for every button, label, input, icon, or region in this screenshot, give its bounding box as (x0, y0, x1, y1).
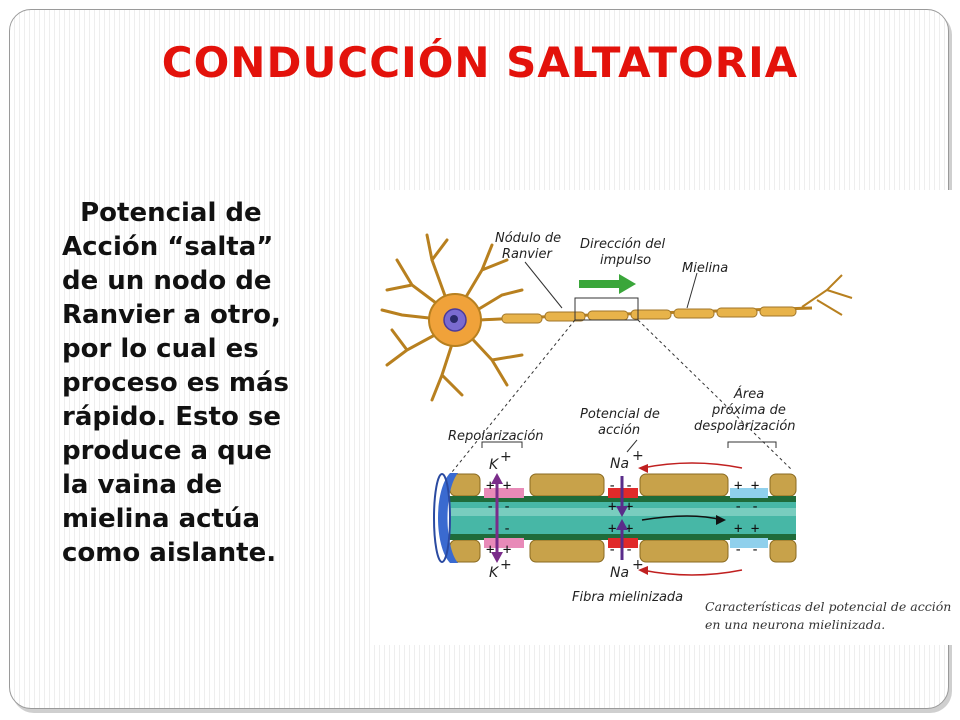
body-line: mielina actúa (62, 502, 372, 536)
label-k-bottom-charge: + (500, 557, 512, 573)
label-nodulo-2: Ranvier (502, 247, 554, 262)
body-line: proceso es más (62, 366, 372, 400)
neuron-figure: Nódulo de Ranvier Dirección del impulso … (372, 190, 952, 645)
body-line: Acción “salta” (62, 230, 372, 264)
sign-area-inner-bottom: + + (734, 521, 759, 537)
body-line: Ranvier a otro, (62, 298, 372, 332)
label-na-bottom-charge: + (632, 557, 644, 573)
body-line: produce a que (62, 434, 372, 468)
body-line: la vaina de (62, 468, 372, 502)
label-na-top-charge: + (632, 448, 644, 464)
label-potencial-2: acción (598, 423, 640, 438)
caption-line-2: en una neurona mielinizada. (705, 617, 885, 632)
sign-repol-inner-top: - - (486, 499, 511, 515)
label-area-2: próxima de (711, 403, 786, 418)
label-area-1: Área (733, 386, 764, 402)
caption-line-1: Características del potencial de acción (705, 599, 951, 614)
body-line: Potencial de (62, 196, 372, 230)
neuron-diagram: Nódulo de Ranvier Dirección del impulso … (372, 190, 952, 645)
label-na-bottom: Na (610, 565, 629, 581)
sign-area-inner-top: - - (734, 499, 759, 515)
label-area-3: despolarización (694, 419, 796, 434)
sign-area-outer-top: + + (734, 478, 759, 494)
label-na-top: Na (610, 456, 629, 472)
label-mielina: Mielina (682, 261, 728, 276)
label-k-bottom: K (489, 565, 500, 581)
label-k-top: K (489, 457, 500, 473)
label-nodulo-1: Nódulo de (495, 231, 561, 246)
body-line: de un nodo de (62, 264, 372, 298)
body-line: como aislante. (62, 536, 372, 570)
sign-repol-inner-bottom: - - (486, 521, 511, 537)
label-potencial-1: Potencial de (580, 407, 660, 422)
myelin-sheath-icon (502, 307, 796, 323)
label-fibra: Fibra mielinizada (572, 590, 683, 605)
body-line: por lo cual es (62, 332, 372, 366)
impulse-arrow-icon (579, 274, 636, 294)
slide-title: CONDUCCIÓN SALTATORIA (10, 38, 950, 87)
body-line: rápido. Esto se (62, 400, 372, 434)
label-direccion-1: Dirección del (580, 237, 665, 252)
body-text: Potencial de Acción “salta” de un nodo d… (62, 196, 372, 570)
label-k-top-charge: + (500, 449, 512, 465)
sign-area-outer-bottom: - - (734, 542, 759, 558)
neuron-soma-icon (429, 294, 481, 346)
label-direccion-2: impulso (600, 253, 651, 268)
axon-icon (480, 275, 852, 323)
